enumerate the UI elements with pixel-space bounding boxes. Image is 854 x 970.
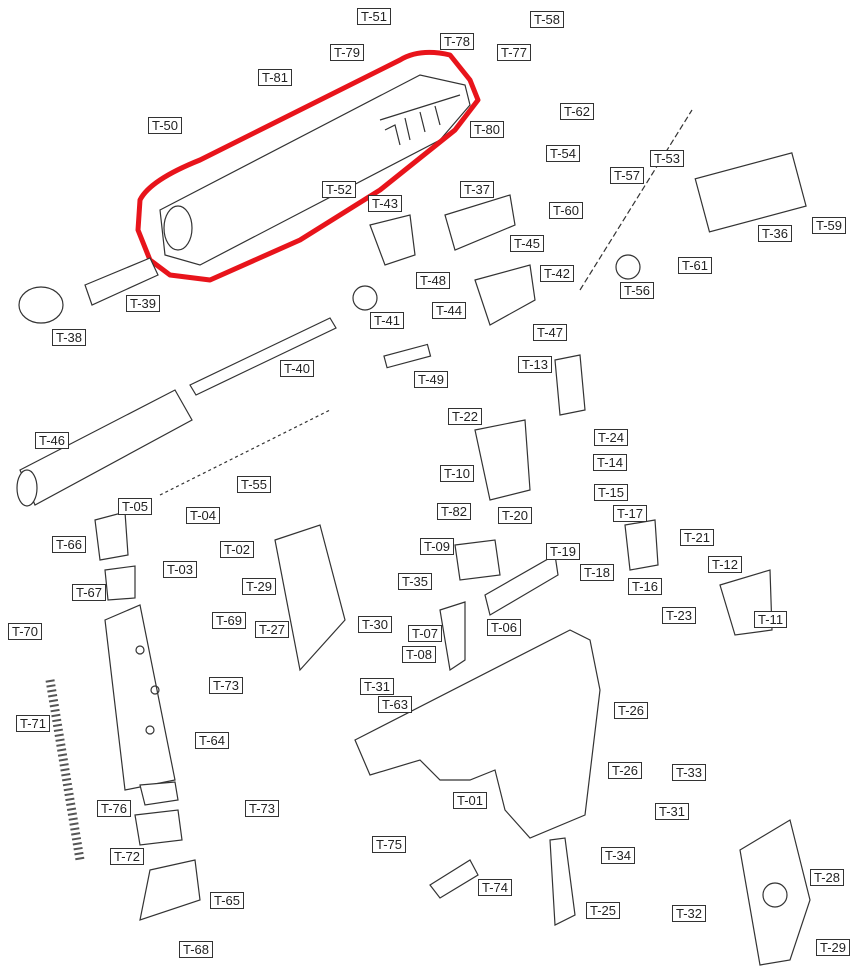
part-label-t-21: T-21 xyxy=(680,529,715,546)
part-label-t-67: T-67 xyxy=(72,584,107,601)
highlight-outline xyxy=(135,49,481,283)
part-label-t-53: T-53 xyxy=(650,150,685,167)
part-label-t-68: T-68 xyxy=(179,941,214,958)
part-label-t-40: T-40 xyxy=(280,360,315,377)
part-label-t-22: T-22 xyxy=(448,408,483,425)
part-label-t-09: T-09 xyxy=(420,538,455,555)
part-label-t-80: T-80 xyxy=(470,121,505,138)
part-label-t-32: T-32 xyxy=(672,905,707,922)
part-label-t-75: T-75 xyxy=(372,836,407,853)
part-label-t-48: T-48 xyxy=(416,272,451,289)
part-label-t-30: T-30 xyxy=(358,616,393,633)
part-label-t-35: T-35 xyxy=(398,573,433,590)
part-label-t-44: T-44 xyxy=(432,302,467,319)
part-label-t-14: T-14 xyxy=(593,454,628,471)
part-label-t-28: T-28 xyxy=(810,869,845,886)
part-label-t-36: T-36 xyxy=(758,225,793,242)
part-label-t-26: T-26 xyxy=(614,702,649,719)
part-label-t-51: T-51 xyxy=(357,8,392,25)
part-label-t-70: T-70 xyxy=(8,623,43,640)
part-label-t-78: T-78 xyxy=(440,33,475,50)
part-label-t-82: T-82 xyxy=(437,503,472,520)
frame-part xyxy=(354,629,601,839)
part-label-t-38: T-38 xyxy=(52,329,87,346)
part-label-t-34: T-34 xyxy=(601,847,636,864)
part-label-t-17: T-17 xyxy=(613,505,648,522)
part-label-t-15: T-15 xyxy=(594,484,629,501)
part-label-t-56: T-56 xyxy=(620,282,655,299)
part-label-t-31: T-31 xyxy=(655,803,690,820)
part-label-t-42: T-42 xyxy=(540,265,575,282)
part-label-t-08: T-08 xyxy=(402,646,437,663)
part-label-t-31: T-31 xyxy=(360,678,395,695)
part-label-t-10: T-10 xyxy=(440,465,475,482)
part-label-t-26: T-26 xyxy=(608,762,643,779)
part-label-t-71: T-71 xyxy=(16,715,51,732)
part-label-t-60: T-60 xyxy=(549,202,584,219)
part-label-t-23: T-23 xyxy=(662,607,697,624)
part-label-t-11: T-11 xyxy=(754,611,788,628)
recoil-spring xyxy=(159,409,331,496)
part-label-t-73: T-73 xyxy=(209,677,244,694)
part-label-t-25: T-25 xyxy=(586,902,621,919)
part-label-t-19: T-19 xyxy=(546,543,581,560)
part-label-t-46: T-46 xyxy=(35,432,70,449)
part-label-t-72: T-72 xyxy=(110,848,145,865)
part-label-t-02: T-02 xyxy=(220,541,255,558)
part-label-t-47: T-47 xyxy=(533,324,568,341)
part-label-t-59: T-59 xyxy=(812,217,847,234)
part-label-t-07: T-07 xyxy=(408,625,443,642)
part-label-t-29: T-29 xyxy=(816,939,851,956)
part-label-t-77: T-77 xyxy=(497,44,532,61)
part-label-t-63: T-63 xyxy=(378,696,413,713)
part-label-t-49: T-49 xyxy=(414,371,449,388)
part-label-t-41: T-41 xyxy=(370,312,405,329)
magazine-spring xyxy=(45,679,85,861)
slide-part xyxy=(159,74,471,266)
part-label-t-27: T-27 xyxy=(255,621,290,638)
part-label-t-18: T-18 xyxy=(580,564,615,581)
barrel-parts xyxy=(16,257,337,507)
part-label-t-16: T-16 xyxy=(628,578,663,595)
part-label-t-66: T-66 xyxy=(52,536,87,553)
part-label-t-50: T-50 xyxy=(148,117,183,134)
part-label-t-76: T-76 xyxy=(97,800,132,817)
part-label-t-52: T-52 xyxy=(322,181,357,198)
part-label-t-06: T-06 xyxy=(487,619,522,636)
part-label-t-05: T-05 xyxy=(118,498,153,515)
magazine-housing xyxy=(274,524,346,672)
part-label-t-12: T-12 xyxy=(708,556,743,573)
part-label-t-64: T-64 xyxy=(195,732,230,749)
part-label-t-37: T-37 xyxy=(460,181,495,198)
part-label-t-79: T-79 xyxy=(330,44,365,61)
part-label-t-24: T-24 xyxy=(594,429,629,446)
part-label-t-65: T-65 xyxy=(210,892,245,909)
part-label-t-03: T-03 xyxy=(163,561,198,578)
part-label-t-57: T-57 xyxy=(610,167,645,184)
part-label-t-62: T-62 xyxy=(560,103,595,120)
part-label-t-55: T-55 xyxy=(237,476,272,493)
part-label-t-45: T-45 xyxy=(510,235,545,252)
part-label-t-58: T-58 xyxy=(530,11,565,28)
part-label-t-01: T-01 xyxy=(453,792,488,809)
part-label-t-61: T-61 xyxy=(678,257,713,274)
part-label-t-81: T-81 xyxy=(258,69,293,86)
part-label-t-29: T-29 xyxy=(242,578,277,595)
grip-panel xyxy=(739,819,811,966)
part-label-t-74: T-74 xyxy=(478,879,513,896)
part-label-t-13: T-13 xyxy=(518,356,553,373)
part-label-t-69: T-69 xyxy=(212,612,247,629)
part-label-t-39: T-39 xyxy=(126,295,161,312)
part-label-t-73: T-73 xyxy=(245,800,280,817)
part-label-t-43: T-43 xyxy=(368,195,403,212)
magazine-part xyxy=(104,604,176,791)
part-label-t-33: T-33 xyxy=(672,764,707,781)
part-label-t-54: T-54 xyxy=(546,145,581,162)
part-label-t-04: T-04 xyxy=(186,507,221,524)
part-label-t-20: T-20 xyxy=(498,507,533,524)
